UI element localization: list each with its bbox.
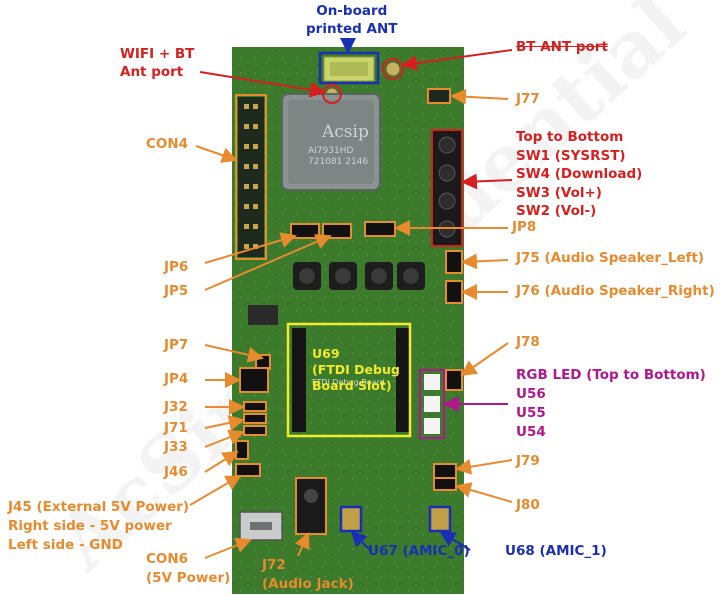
arrow-u67 — [350, 530, 371, 551]
label-jp5: JP5 — [164, 283, 189, 299]
label-u69: U69 (FTDI Debug Board Slot) — [312, 346, 400, 393]
j78-header — [445, 369, 463, 391]
j77-header — [427, 88, 451, 104]
arrow-jp5 — [204, 234, 332, 291]
label-j46: J46 — [164, 464, 188, 480]
arrow-bt-ant — [401, 49, 513, 72]
label-u68: U68 (AMIC_1) — [505, 543, 607, 559]
arrow-con6 — [204, 537, 252, 559]
arrow-j45 — [189, 474, 242, 506]
j76-header — [445, 280, 463, 304]
j80-header — [433, 477, 457, 491]
label-jp4: JP4 — [164, 371, 189, 387]
module-silkscreen: FTDI Debug Board — [312, 378, 385, 387]
con4-header — [238, 97, 264, 257]
label-j75: J75 (Audio Speaker_Left) — [516, 250, 705, 266]
jp6-jumper — [290, 223, 320, 239]
bt-ant-connector — [385, 61, 401, 77]
arrow-switches — [461, 173, 513, 190]
jp5-jumper — [322, 223, 352, 239]
label-rgb-led: RGB LED (Top to Bottom) U56 U55 U54 — [516, 367, 706, 440]
label-j77: J77 — [516, 91, 540, 107]
j45-header — [235, 463, 261, 477]
label-onboard-ant: On-board printed ANT — [306, 3, 398, 37]
arrow-j46 — [204, 450, 239, 473]
label-j71: J71 — [164, 420, 188, 436]
label-j32: J32 — [164, 399, 188, 415]
j71-header — [243, 413, 267, 424]
j75-header — [445, 250, 463, 274]
arrow-j75 — [461, 253, 509, 270]
label-j76: J76 (Audio Speaker_Right) — [516, 283, 715, 299]
inductors — [293, 262, 425, 290]
u68-mic — [428, 505, 452, 533]
label-jp6: JP6 — [164, 259, 189, 275]
arrow-j78 — [460, 342, 509, 377]
j33-header — [243, 425, 267, 436]
label-con4: CON4 — [146, 136, 189, 152]
j46-header — [235, 440, 249, 460]
u69-slot-headers-left — [292, 328, 306, 432]
label-u67: U67 (AMIC_0) — [368, 543, 470, 559]
arrow-j71 — [204, 415, 245, 431]
j32-header — [243, 401, 267, 412]
label-switches: Top to Bottom SW1 (SYSRST) SW4 (Download… — [516, 129, 643, 219]
arrow-j72 — [294, 532, 310, 557]
label-bt-ant-port: BT ANT port — [516, 39, 608, 55]
label-j45: J45 (External 5V Power) Right side - 5V … — [8, 499, 190, 553]
label-wifi-bt-ant: WIFI + BT Ant port — [120, 46, 195, 80]
u67-mic — [339, 505, 363, 533]
jp8-jumper — [364, 221, 396, 237]
label-j72: J72 (Audio Jack) — [262, 557, 354, 592]
arrow-jp6 — [204, 232, 297, 264]
label-j78: J78 — [516, 334, 540, 350]
label-jp8: JP8 — [512, 219, 537, 235]
j79-header — [433, 463, 457, 479]
arrow-u68 — [439, 530, 471, 551]
arrow-j80 — [455, 482, 513, 503]
arrow-con4 — [195, 145, 238, 163]
chip-brand: Acsip — [322, 122, 369, 142]
arrow-j79 — [455, 458, 513, 475]
label-j33: J33 — [164, 439, 188, 455]
arrow-j33 — [204, 429, 245, 448]
chip-part: AI7931HD — [308, 146, 354, 156]
arrow-wifi-ant — [199, 71, 326, 98]
jp4-jumper — [239, 367, 269, 393]
label-jp7: JP7 — [164, 337, 189, 353]
arrow-jp7 — [204, 344, 264, 363]
arrow-j77 — [450, 88, 509, 105]
u69-slot — [286, 322, 412, 438]
u69-slot-headers-right — [396, 328, 410, 432]
label-con6: CON6 (5V Power) — [146, 551, 231, 586]
label-j79: J79 — [516, 453, 540, 469]
j72-audio-jack — [295, 477, 327, 535]
label-j80: J80 — [516, 497, 540, 513]
chip-lot: 721081 2146 — [308, 157, 369, 167]
